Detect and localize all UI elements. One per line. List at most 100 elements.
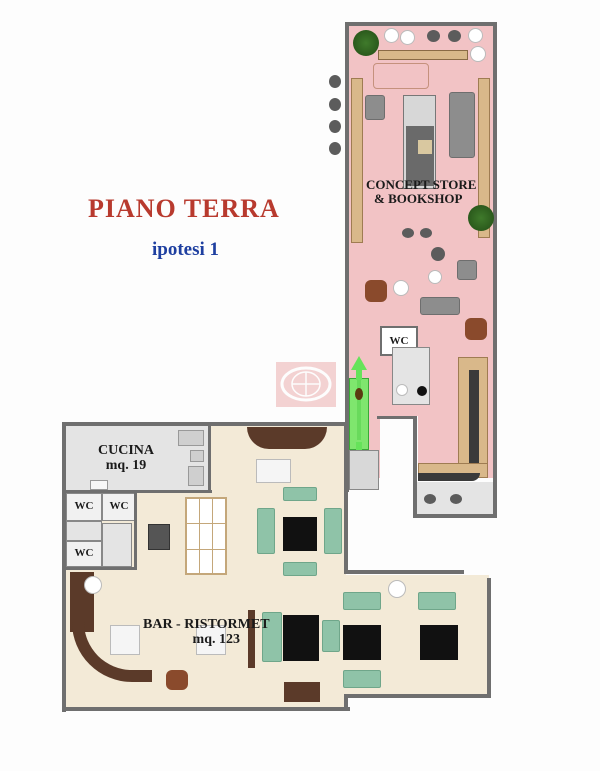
wall	[62, 490, 212, 493]
washroom	[102, 523, 132, 567]
page-title: PIANO TERRA	[88, 194, 280, 223]
table-icon	[431, 247, 445, 261]
wall	[134, 490, 137, 570]
table-icon	[343, 625, 381, 660]
bar-label-line2: mq. 123	[192, 632, 240, 648]
wc-2-label: WC	[109, 500, 129, 512]
wall	[208, 422, 211, 492]
display-counter	[185, 497, 227, 575]
sofa-icon	[324, 508, 342, 554]
sofa-icon	[283, 487, 317, 501]
table-icon	[196, 625, 226, 655]
armchair-icon	[166, 670, 188, 690]
plant-icon	[353, 30, 379, 56]
plant-icon	[468, 205, 494, 231]
wc-3-label: WC	[74, 547, 94, 559]
table-icon	[84, 576, 102, 594]
sofa-icon	[262, 612, 282, 662]
table-icon	[400, 30, 415, 45]
kitchen-label-line1: CUCINA	[98, 443, 154, 458]
sink-icon	[190, 450, 204, 462]
concept-store-label-line2: & BOOKSHOP	[374, 191, 463, 207]
display-island	[403, 95, 436, 189]
bar-counter-top	[469, 370, 479, 465]
table-icon	[468, 28, 483, 43]
stool-icon	[402, 228, 414, 238]
wall	[345, 22, 349, 492]
wc-2: WC	[102, 493, 136, 521]
armchair-icon	[365, 280, 387, 302]
table-icon	[283, 615, 319, 661]
wall	[345, 22, 497, 26]
stool-icon	[329, 142, 341, 155]
stair-step	[349, 450, 379, 490]
wall	[62, 707, 350, 711]
kitchen-counter	[178, 430, 204, 446]
kitchen-label-line2: mq. 19	[105, 458, 147, 474]
wall	[487, 578, 491, 698]
wall	[62, 422, 348, 426]
table-icon	[420, 625, 458, 660]
table-icon	[384, 28, 399, 43]
wc-store-label: WC	[389, 335, 409, 347]
stool-icon	[424, 494, 436, 504]
bar-label: BAR - RISTORMET mq. 123	[143, 617, 270, 648]
cutout	[380, 416, 418, 526]
fridge-icon	[188, 466, 204, 486]
globe-watermark-icon	[276, 362, 336, 407]
stove-icon	[148, 524, 170, 550]
partition	[248, 610, 255, 668]
sofa-icon	[343, 592, 381, 610]
bar-counter-top	[418, 473, 480, 481]
armchair-icon	[465, 318, 487, 340]
sofa-icon	[420, 297, 460, 315]
stair-area	[392, 347, 430, 405]
sink-icon	[90, 480, 108, 490]
sideboard	[284, 682, 320, 702]
stool-icon	[329, 120, 341, 133]
table-icon	[110, 625, 140, 655]
sofa-icon	[322, 620, 340, 652]
wc-3: WC	[66, 541, 102, 567]
wall	[377, 416, 417, 419]
bar-label-line1: BAR - RISTORMET	[143, 617, 270, 632]
washroom	[66, 521, 102, 541]
concept-store-label-line1: CONCEPT STORE	[366, 177, 477, 192]
shelf-right	[478, 78, 490, 238]
stool-icon	[448, 30, 461, 42]
armchair-icon	[365, 95, 385, 120]
stool-icon	[329, 75, 341, 88]
wall	[413, 416, 417, 516]
wall	[344, 694, 348, 711]
wc-1: WC	[66, 493, 102, 521]
sofa-icon	[257, 508, 275, 554]
stool-icon	[450, 494, 462, 504]
stool-icon	[420, 228, 432, 238]
wall	[62, 567, 136, 570]
wall	[344, 570, 464, 574]
sofa-icon	[449, 92, 475, 158]
chandelier-icon	[373, 63, 429, 89]
sofa-icon	[343, 670, 381, 688]
lift-button	[355, 388, 363, 400]
page-subtitle: ipotesi 1	[152, 239, 220, 260]
kitchen-label: CUCINA mq. 19	[98, 443, 154, 474]
table-icon	[256, 459, 291, 483]
curved-sofa-icon	[247, 427, 327, 449]
shelf-left	[351, 78, 363, 243]
table-icon	[428, 270, 442, 284]
table-icon	[388, 580, 406, 598]
wc-1-label: WC	[74, 500, 94, 512]
stool-icon	[427, 30, 440, 42]
concept-store-label: CONCEPT STORE & BOOKSHOP	[366, 177, 477, 207]
sofa-icon	[418, 592, 456, 610]
stool-icon	[329, 98, 341, 111]
wall	[344, 422, 348, 572]
bookshelf	[378, 50, 468, 60]
wall	[344, 694, 491, 698]
table-icon	[470, 46, 486, 62]
table-icon	[283, 517, 317, 551]
armchair-icon	[457, 260, 477, 280]
wall	[413, 514, 497, 518]
table-icon	[393, 280, 409, 296]
